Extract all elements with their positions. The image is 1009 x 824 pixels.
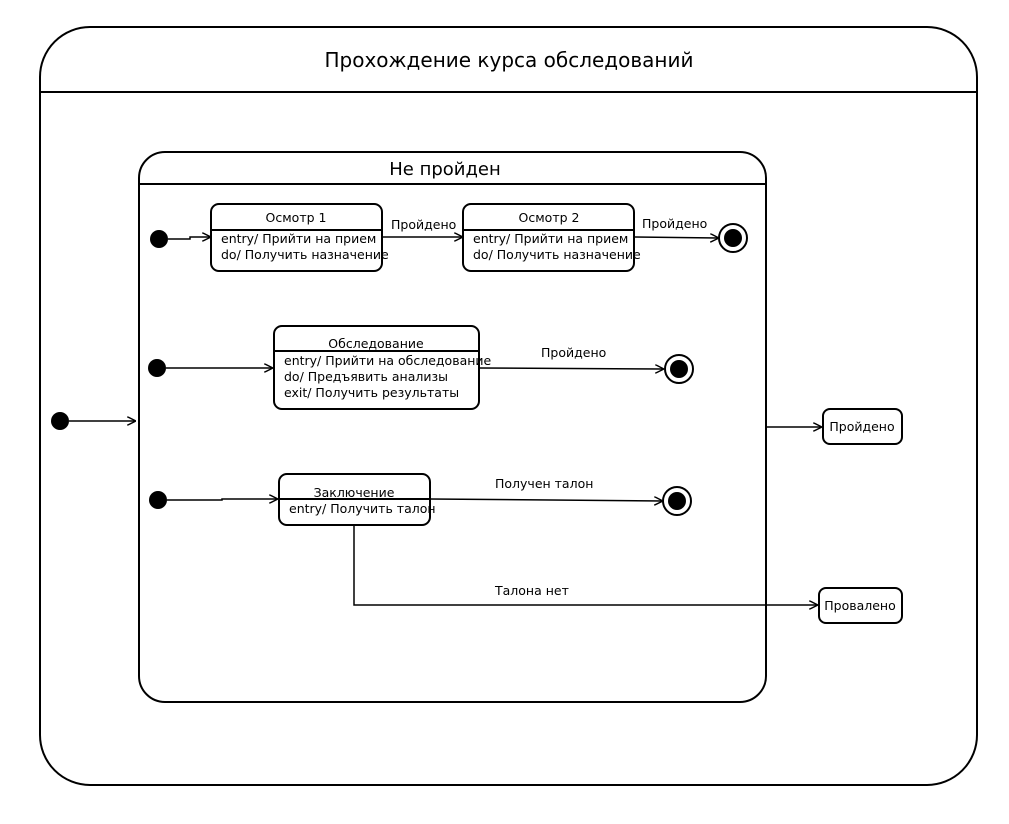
state-zaklyuchenie-line: entry/ Получить талон bbox=[289, 501, 436, 516]
state-obsledovanie-line: entry/ Прийти на обследование bbox=[284, 353, 492, 368]
state-obsledovanie-line: exit/ Получить результаты bbox=[284, 385, 459, 400]
initial-transition-3 bbox=[167, 499, 277, 500]
state-obsledovanie-name: Обследование bbox=[328, 336, 424, 351]
transition-zaklyuchenie-provaleno bbox=[353, 525, 817, 605]
outer-state-title: Прохождение курса обследований bbox=[325, 48, 694, 72]
final-node-1 bbox=[718, 223, 748, 253]
state-zaklyuchenie: Заключение entry/ Получить талон bbox=[278, 473, 436, 526]
state-proydeno-name: Пройдено bbox=[829, 419, 894, 434]
state-osmotr-2-name: Осмотр 2 bbox=[519, 210, 580, 225]
transition-label-2: Пройдено bbox=[642, 216, 707, 231]
final-node-3 bbox=[662, 486, 692, 516]
initial-node-1 bbox=[150, 230, 168, 248]
outer-initial-node bbox=[51, 412, 69, 430]
transition-obsledovanie-final bbox=[478, 368, 663, 369]
final-node-2 bbox=[664, 354, 694, 384]
transition-label-4: Получен талон bbox=[495, 476, 593, 491]
transition-osmotr2-final bbox=[633, 237, 718, 238]
state-zaklyuchenie-name: Заключение bbox=[314, 485, 395, 500]
state-provaleno: Провалено bbox=[818, 587, 903, 624]
state-obsledovanie: Обследование entry/ Прийти на обследован… bbox=[273, 325, 492, 410]
state-osmotr-2-line: entry/ Прийти на прием bbox=[473, 231, 628, 246]
state-osmotr-2: Осмотр 2 entry/ Прийти на прием do/ Полу… bbox=[462, 203, 641, 272]
state-osmotr-1-line: do/ Получить назначение bbox=[221, 247, 389, 262]
initial-node-3 bbox=[149, 491, 167, 509]
transition-label-1: Пройдено bbox=[391, 217, 456, 232]
state-osmotr-1: Осмотр 1 entry/ Прийти на прием do/ Полу… bbox=[210, 203, 389, 272]
state-osmotr-2-line: do/ Получить назначение bbox=[473, 247, 641, 262]
transition-zaklyuchenie-final bbox=[429, 499, 662, 501]
composite-state: Не пройден bbox=[138, 151, 767, 703]
state-provaleno-name: Провалено bbox=[824, 598, 896, 613]
state-proydeno: Пройдено bbox=[822, 408, 903, 445]
state-obsledovanie-line: do/ Предъявить анализы bbox=[284, 369, 448, 384]
initial-node-2 bbox=[148, 359, 166, 377]
transition-label-3: Пройдено bbox=[541, 345, 606, 360]
state-osmotr-1-line: entry/ Прийти на прием bbox=[221, 231, 376, 246]
state-osmotr-1-name: Осмотр 1 bbox=[266, 210, 327, 225]
initial-transition-1 bbox=[168, 237, 210, 239]
transition-label-5: Талона нет bbox=[494, 583, 569, 598]
composite-state-title: Не пройден bbox=[389, 159, 501, 180]
